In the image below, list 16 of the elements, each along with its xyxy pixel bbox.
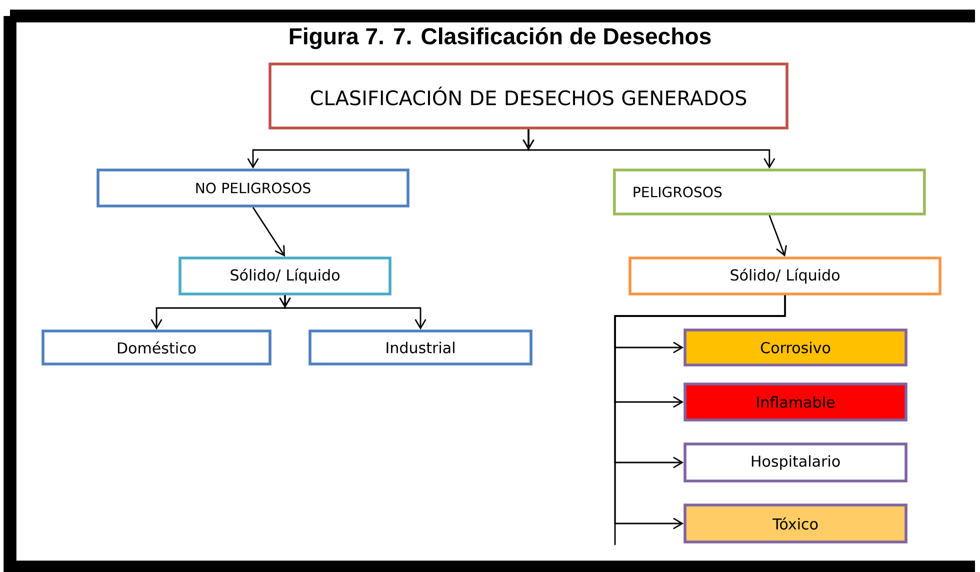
category-box: Corrosivo: [684, 328, 908, 366]
category-box: Sólido/ Líquido: [628, 256, 942, 296]
category-box: Industrial: [308, 330, 532, 366]
connector-arrow: [252, 207, 285, 257]
category-box: Doméstico: [42, 330, 272, 366]
category-box: Hospitalario: [684, 442, 908, 482]
category-box: Tóxico: [684, 504, 908, 544]
connector-arrow: [522, 129, 776, 169]
category-box: PELIGROSOS: [613, 168, 926, 216]
category-box: Sólido/ Líquido: [178, 256, 392, 296]
connector-arrow: [768, 215, 787, 257]
figure-title: Figura 7. 7. Clasificación de Desechos: [290, 27, 711, 50]
connector-arrow: [279, 295, 426, 330]
category-box: Inflamable: [684, 382, 908, 422]
category-box: NO PELIGROSOS: [96, 168, 410, 208]
category-box: CLASIFICACIÓN DE DESECHOS GENERADOS: [268, 62, 788, 130]
